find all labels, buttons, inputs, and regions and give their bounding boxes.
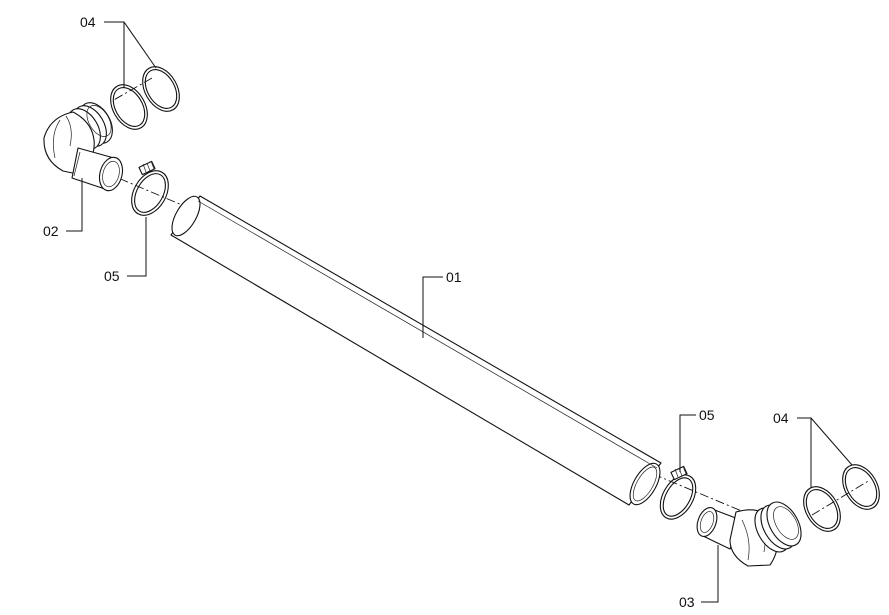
seal-rings-part-04-bottom[interactable] (796, 458, 887, 538)
hose-clamp-part-05-top[interactable] (124, 160, 176, 222)
label-part-04-top: 04 (80, 14, 96, 30)
pipe-part-01[interactable] (166, 192, 666, 509)
label-part-05-top: 05 (104, 268, 120, 284)
label-part-04-bottom: 04 (773, 410, 789, 426)
seal-rings-part-04-top[interactable] (103, 60, 187, 136)
label-part-01: 01 (446, 269, 462, 285)
center-axis-lines (103, 77, 871, 528)
label-part-03: 03 (679, 594, 695, 610)
leader-lines (66, 21, 853, 603)
label-part-02: 02 (43, 223, 59, 239)
hose-clamp-part-05-bottom[interactable] (653, 465, 703, 525)
part-labels: 04 02 05 01 05 04 03 (43, 14, 789, 610)
label-part-05-bottom: 05 (699, 407, 715, 423)
elbow-fitting-part-03[interactable] (693, 496, 808, 567)
